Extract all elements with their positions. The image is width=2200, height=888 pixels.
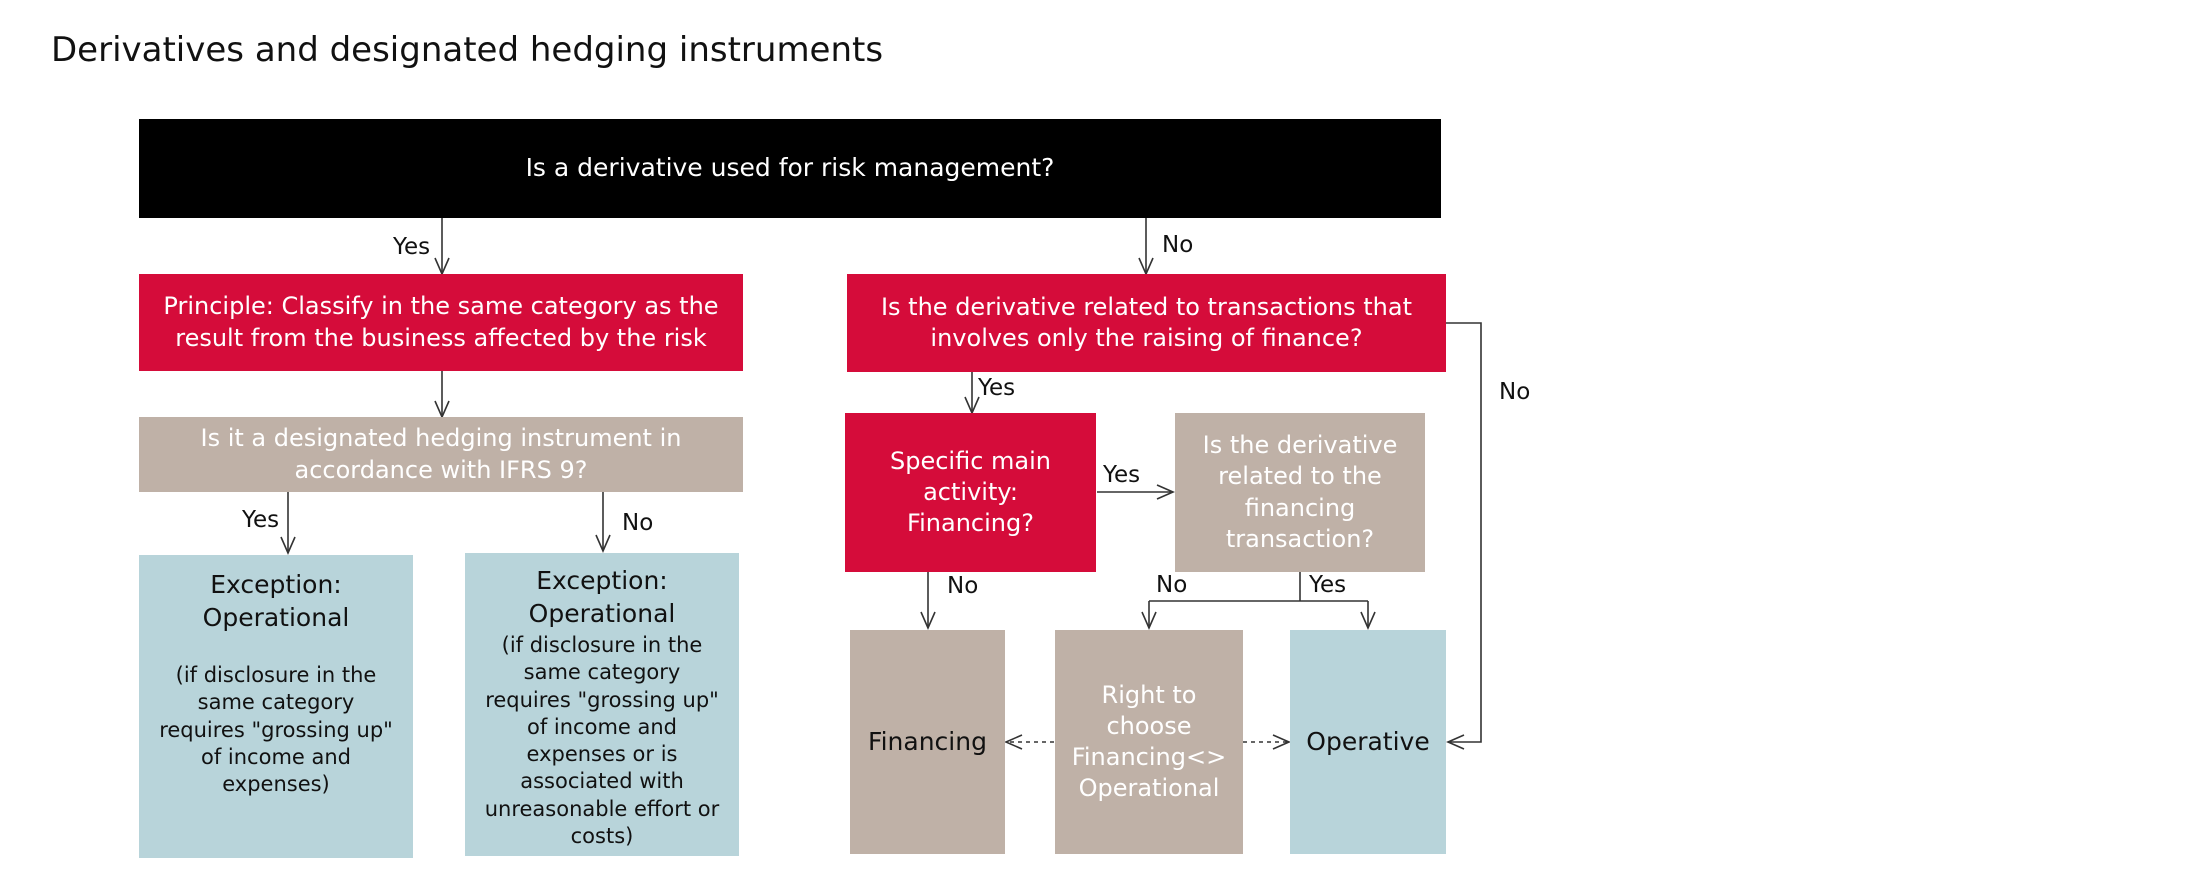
edge-label-no: No: [1162, 232, 1194, 258]
page-title: Derivatives and designated hedging instr…: [51, 30, 884, 70]
edge-label-yes: Yes: [242, 507, 280, 533]
node-finance-question: Is the derivative related to transaction…: [847, 274, 1446, 372]
edge-label-yes: Yes: [978, 375, 1016, 401]
node-operative: Operative: [1290, 630, 1446, 854]
edge-label-yes: Yes: [1309, 572, 1347, 598]
node-principle: Principle: Classify in the same category…: [139, 274, 743, 371]
edge-label-no: No: [1499, 379, 1531, 405]
node-top-question: Is a derivative used for risk management…: [139, 119, 1441, 218]
node-right-to-choose: Right to choose Financing<> Operational: [1055, 630, 1243, 854]
node-specific-activity: Specific main activity: Financing?: [845, 413, 1096, 572]
node-exception-left: Exception: Operational (if disclosure in…: [139, 555, 413, 858]
edge-label-no: No: [622, 510, 654, 536]
node-related-question: Is the derivative related to the financi…: [1175, 413, 1425, 572]
edge-label-no: No: [947, 573, 979, 599]
edge-label-no: No: [1156, 572, 1188, 598]
edge-label-yes: Yes: [393, 234, 431, 260]
edge-finance-to-operative: [1446, 322, 1482, 750]
node-hedging-question: Is it a designated hedging instrument in…: [139, 417, 743, 492]
edge-label-yes: Yes: [1103, 462, 1141, 488]
node-financing: Financing: [850, 630, 1005, 854]
node-exception-right: Exception: Operational (if disclosure in…: [465, 553, 739, 856]
